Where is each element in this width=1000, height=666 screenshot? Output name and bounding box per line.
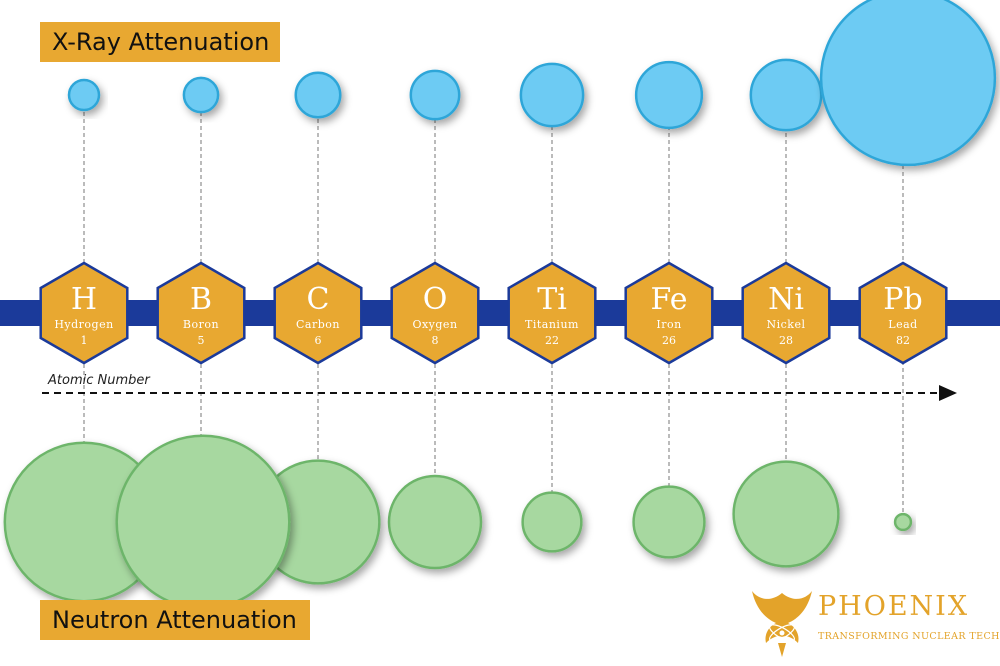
hexagon-shape: [156, 261, 246, 365]
hexagon-shape: [858, 261, 948, 365]
element-name: Hydrogen: [54, 318, 113, 331]
element-name: Titanium: [525, 318, 579, 331]
xray-bubble-titanium: [519, 62, 585, 128]
xray-bubble-hydrogen: [67, 78, 101, 112]
hexagon-shape: [390, 261, 480, 365]
element-symbol: Pb: [883, 282, 922, 317]
hexagon-shape: [624, 261, 714, 365]
neutron-attenuation-label: Neutron Attenuation: [40, 600, 310, 640]
xray-bubble-carbon: [294, 71, 342, 119]
element-name: Lead: [888, 318, 917, 331]
element-number: 5: [198, 334, 205, 347]
element-symbol: O: [423, 282, 448, 317]
element-symbol: B: [190, 282, 212, 317]
neutron-bubble-nickel: [732, 460, 840, 568]
element-name: Boron: [183, 318, 219, 331]
xray-bubble-nickel: [749, 58, 823, 132]
element-symbol: C: [307, 282, 330, 317]
hexagon-shape: [507, 261, 597, 365]
element-name: Nickel: [767, 318, 806, 331]
xray-attenuation-label: X-Ray Attenuation: [40, 22, 280, 62]
neutron-bubble-lead: [893, 512, 913, 532]
neutron-bubble-titanium: [521, 491, 583, 553]
xray-bubble-iron: [634, 60, 704, 130]
element-number: 26: [662, 334, 676, 347]
hexagon-shape: [741, 261, 831, 365]
logo-tagline: TRANSFORMING NUCLEAR TECHNOLOGY: [818, 631, 1000, 642]
element-number: 1: [81, 334, 88, 347]
xray-bubble-oxygen: [409, 69, 461, 121]
axis-label: Atomic Number: [47, 373, 151, 388]
neutron-bubble-iron: [632, 485, 706, 559]
element-number: 28: [779, 334, 793, 347]
xray-bubble-lead: [819, 0, 997, 167]
element-symbol: Fe: [651, 282, 688, 317]
element-number: 6: [315, 334, 322, 347]
element-name: Oxygen: [412, 318, 457, 331]
hexagon-shape: [39, 261, 129, 365]
element-symbol: Ni: [768, 282, 804, 317]
phoenix-logo: PHOENIX TRANSFORMING NUCLEAR TECHNOLOGY: [750, 585, 1000, 660]
element-name: Carbon: [296, 318, 340, 331]
element-bar: [0, 300, 1000, 326]
element-name: Iron: [656, 318, 681, 331]
phoenix-atom-icon: [752, 591, 812, 657]
element-number: 8: [432, 334, 439, 347]
neutron-bubble-boron: [115, 434, 291, 610]
element-symbol: Ti: [537, 282, 567, 317]
element-number: 22: [545, 334, 559, 347]
neutron-bubble-oxygen: [387, 474, 483, 570]
element-symbol: H: [71, 282, 97, 317]
hexagon-shape: [273, 261, 363, 365]
element-number: 82: [896, 334, 910, 347]
logo-name: PHOENIX: [818, 591, 970, 622]
xray-bubble-boron: [182, 76, 220, 114]
